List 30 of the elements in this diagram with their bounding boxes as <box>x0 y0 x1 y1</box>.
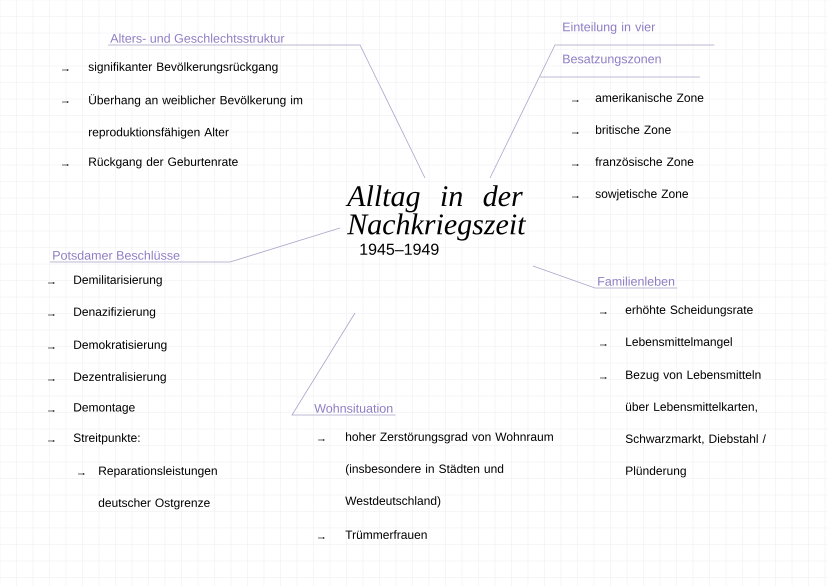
list-item: Demontage <box>74 403 135 414</box>
branch-line <box>532 266 678 288</box>
list-item: Reparationsleistungen deutscher Ostgrenze <box>98 466 217 510</box>
list-item: Überhang an weiblicher Bevölkerung im reproduktionsfähigen Alter <box>89 94 302 139</box>
list-item: britische Zone <box>596 125 671 134</box>
topic-heading: Alters- und Geschlechtsstruktur <box>110 34 284 43</box>
central-topic: Alltag in der Nachkriegszeit 1945–1949 <box>346 185 526 255</box>
list-item: Rückgang der Geburtenrate <box>89 157 238 168</box>
list-item: Bezug von Lebensmitteln über Lebensmittelkarten, Schwarzmarkt, Diebstahl / Plünderung <box>626 370 766 478</box>
list-item: signifikanter Bevölkerungsrückgang <box>88 62 278 74</box>
list-item: sowjetische Zone <box>596 189 688 200</box>
list-item: Lebensmittelmangel <box>626 337 732 348</box>
topic-heading: Familienleben <box>598 276 674 286</box>
list-item: Demokratisierung <box>74 340 166 352</box>
list-item: Denazifizierung <box>74 307 156 318</box>
list-item: hoher Zerstörungsgrad von Wohnraum (insbesondere in Städten und Westdeutschland) <box>345 432 553 508</box>
list-item: Trümmerfrauen <box>345 530 427 539</box>
list-item: Demilitarisierung <box>74 275 162 286</box>
list-item: Streitpunkte: <box>74 433 140 444</box>
list-item: Dezentralisierung <box>74 372 166 384</box>
branch-line <box>490 44 715 178</box>
branch-line <box>291 312 396 416</box>
topic-heading: Einteilung in vier Besatzungszonen <box>563 22 661 66</box>
branch-line <box>108 44 426 178</box>
list-item: erhöhte Scheidungsrate <box>626 305 753 316</box>
topic-heading: Wohnsituation <box>314 404 392 413</box>
list-item: französische Zone <box>595 157 694 166</box>
list-item: amerikanische Zone <box>596 93 704 102</box>
branch-line <box>50 228 340 262</box>
topic-heading: Potsdamer Beschlüsse <box>53 250 180 260</box>
